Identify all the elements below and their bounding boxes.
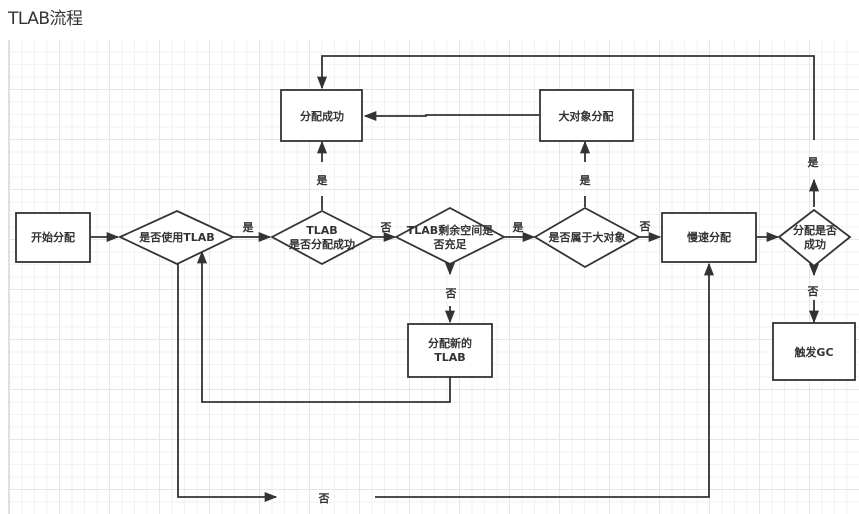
node-start[interactable] — [15, 212, 91, 263]
edge-new-tlab-to-use-tlab — [196, 250, 451, 403]
edge-label-large-object-yes: 是 — [579, 174, 592, 187]
node-slow-alloc[interactable] — [661, 212, 757, 263]
node-new-tlab[interactable] — [407, 323, 493, 378]
flowchart: 开始分配 是否使用TLAB TLAB 是否分配成功 TLAB剩余空间是 否充足 … — [15, 55, 856, 505]
edge-label-tlab-space-yes: 是 — [512, 221, 525, 234]
node-use-tlab-label: 是否使用TLAB — [138, 230, 214, 244]
edge-use-tlab-to-slow-alloc-b — [375, 262, 715, 498]
diagram-canvas: 开始分配 是否使用TLAB TLAB 是否分配成功 TLAB剩余空间是 否充足 … — [8, 40, 859, 514]
node-tlab-space-label-2: 否充足 — [433, 237, 468, 251]
node-tlab-space[interactable] — [394, 206, 506, 266]
node-large-object[interactable] — [533, 206, 641, 269]
node-large-alloc-label: 大对象分配 — [559, 109, 614, 123]
node-alloc-success-label: 分配成功 — [300, 109, 344, 123]
node-large-alloc[interactable] — [539, 89, 634, 142]
edge-label-check-yes: 是 — [807, 156, 820, 169]
node-alloc-success[interactable] — [280, 89, 363, 142]
node-trigger-gc[interactable] — [772, 322, 856, 381]
node-tlab-success-label-2: 是否分配成功 — [288, 237, 355, 251]
node-start-label: 开始分配 — [31, 230, 75, 244]
node-alloc-success-check[interactable] — [777, 208, 852, 268]
edge-label-large-object-no: 否 — [639, 220, 651, 233]
edge-label-tlab-space-no: 否 — [445, 287, 457, 300]
edge-label-use-tlab-yes: 是 — [242, 221, 255, 234]
node-slow-alloc-label: 慢速分配 — [687, 230, 731, 244]
edge-label-tlab-success-no: 否 — [380, 221, 392, 234]
node-tlab-success-label-1: TLAB — [306, 224, 337, 237]
edge-label-check-no: 否 — [807, 285, 819, 298]
node-alloc-success-check-label-1: 分配是否 — [793, 223, 837, 237]
node-tlab-success[interactable] — [270, 209, 375, 266]
page-title: TLAB流程 — [8, 9, 83, 29]
node-large-object-label: 是否属于大对象 — [548, 230, 626, 244]
node-use-tlab[interactable] — [117, 210, 236, 265]
node-trigger-gc-label: 触发GC — [793, 345, 833, 359]
edge-label-use-tlab-no: 否 — [318, 492, 330, 505]
node-new-tlab-label-1: 分配新的 — [428, 336, 472, 350]
node-new-tlab-label-2: TLAB — [434, 351, 465, 364]
edge-check-to-alloc-success-b — [316, 55, 815, 140]
edge-label-tlab-success-yes: 是 — [316, 174, 329, 187]
node-tlab-space-label-1: TLAB剩余空间是 — [407, 223, 494, 237]
node-alloc-success-check-label-2: 成功 — [804, 237, 826, 251]
edge-use-tlab-to-slow-alloc-a — [177, 264, 278, 503]
edge-large-alloc-to-alloc-success — [363, 110, 539, 122]
